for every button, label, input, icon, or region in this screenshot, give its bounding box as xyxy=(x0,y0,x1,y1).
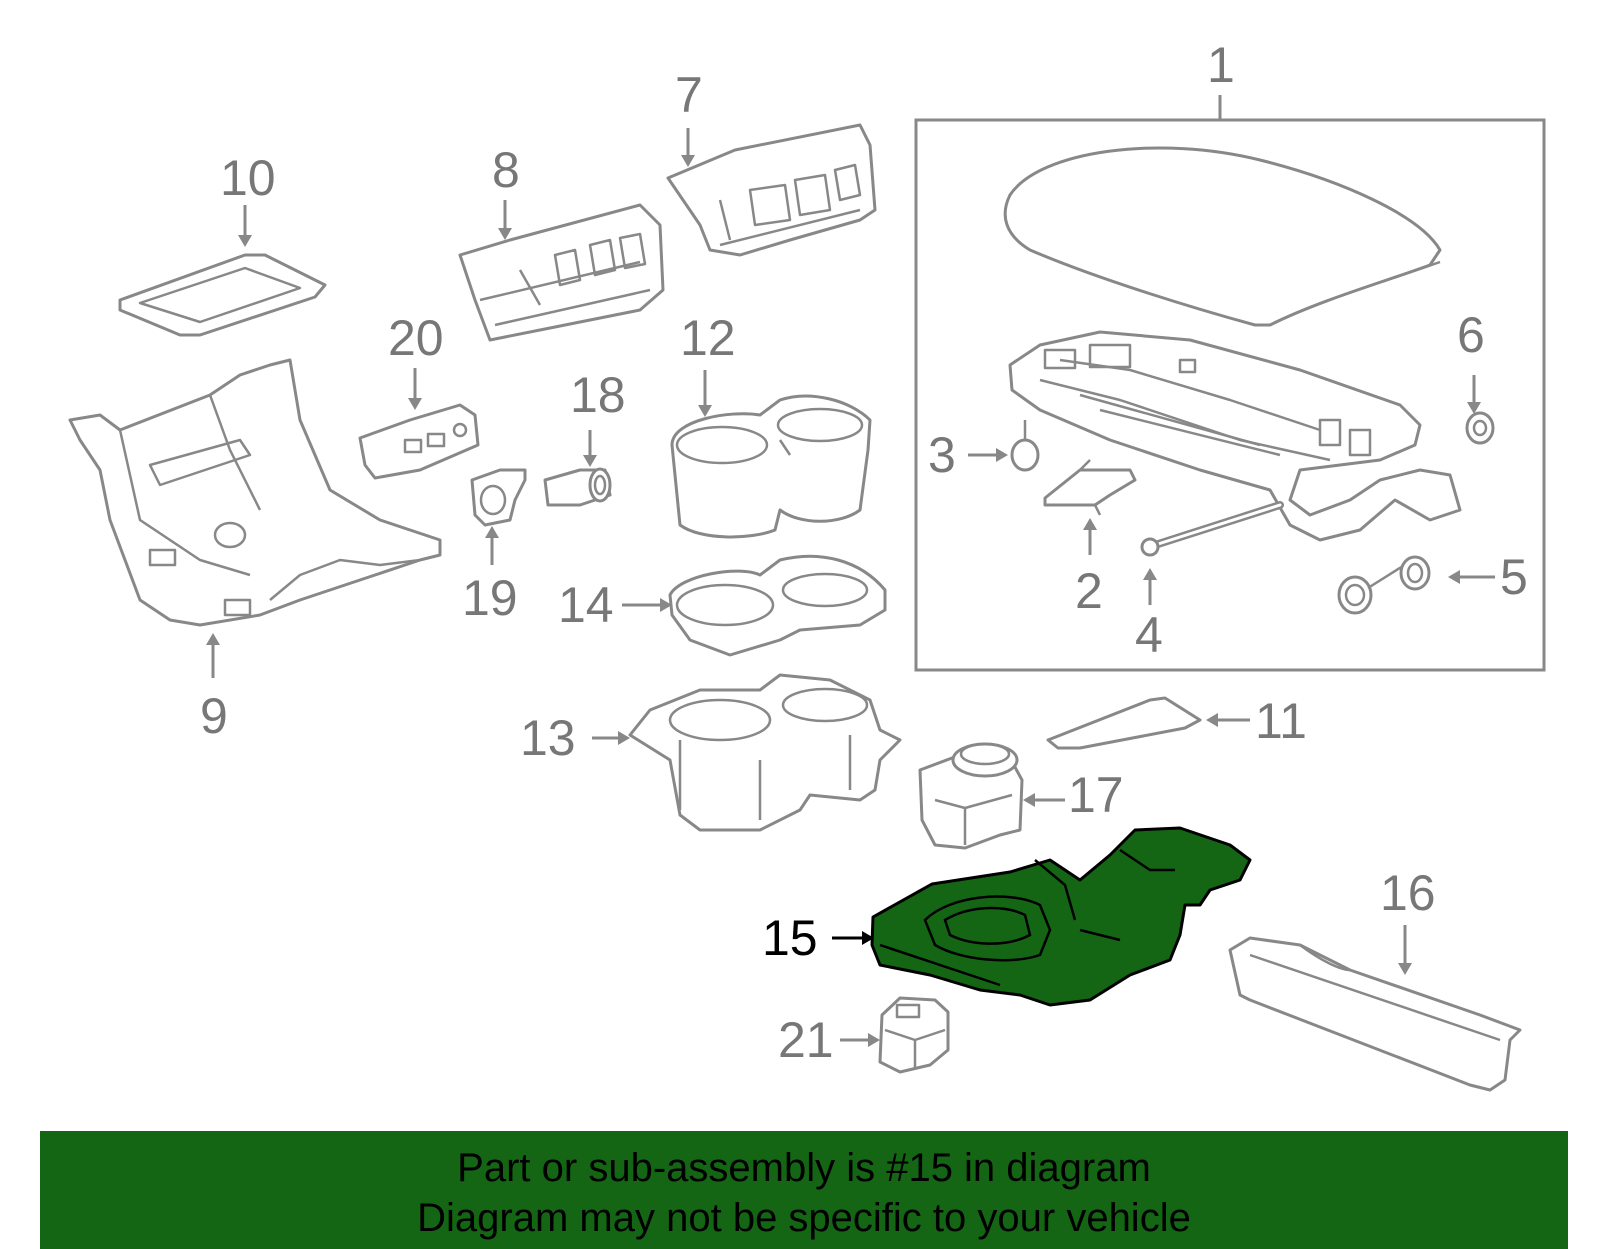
callout-8: 8 xyxy=(492,142,520,198)
callout-2: 2 xyxy=(1075,563,1103,619)
callout-1: 1 xyxy=(1207,37,1235,93)
info-banner: Part or sub-assembly is #15 in diagram D… xyxy=(40,1131,1568,1249)
part-4-pin[interactable] xyxy=(1140,501,1284,557)
callout-10: 10 xyxy=(220,150,276,206)
assembly-1-frame xyxy=(914,118,1546,672)
part-11-pad[interactable] xyxy=(1046,696,1202,750)
part-18-socket[interactable] xyxy=(543,467,612,507)
callout-20: 20 xyxy=(388,310,444,366)
part-7-trim-panel[interactable] xyxy=(666,123,877,257)
part-15-shifter-panel[interactable] xyxy=(870,826,1252,1007)
part-13-cup-holder-housing[interactable] xyxy=(628,673,902,832)
banner-line-1: Part or sub-assembly is #15 in diagram xyxy=(457,1146,1151,1190)
callout-14: 14 xyxy=(558,577,614,633)
part-2-bracket[interactable] xyxy=(1043,459,1137,516)
callout-15: 15 xyxy=(762,910,818,966)
parts-diagram: 1 2 3 4 5 6 7 8 9 10 11 12 13 14 15 16 1… xyxy=(68,37,1546,1092)
part-3-clip[interactable] xyxy=(1010,420,1040,472)
part-8-switch-assembly[interactable] xyxy=(458,203,665,342)
callout-9: 9 xyxy=(200,688,228,744)
callout-11: 11 xyxy=(1255,693,1307,749)
callout-4: 4 xyxy=(1135,607,1163,663)
part-9-console-body[interactable] xyxy=(68,358,442,627)
banner-line-2: Diagram may not be specific to your vehi… xyxy=(417,1196,1191,1240)
callout-21: 21 xyxy=(778,1012,834,1068)
armrest-base xyxy=(1008,330,1462,542)
callout-17: 17 xyxy=(1068,767,1124,823)
callout-5: 5 xyxy=(1500,549,1528,605)
callout-13: 13 xyxy=(520,710,576,766)
callout-16: 16 xyxy=(1380,865,1436,921)
part-6-clip[interactable] xyxy=(1465,411,1495,445)
part-5-spring[interactable] xyxy=(1337,555,1431,615)
part-17-selector[interactable] xyxy=(918,742,1024,850)
part-21-switch[interactable] xyxy=(878,996,950,1074)
callout-6: 6 xyxy=(1457,307,1485,363)
part-10-mat[interactable] xyxy=(118,253,327,337)
callout-12: 12 xyxy=(680,310,736,366)
part-20-usb-module[interactable] xyxy=(358,403,480,480)
part-14-cup-holder-bezel[interactable] xyxy=(668,554,887,657)
part-16-storage-tray[interactable] xyxy=(1228,936,1522,1092)
callout-18: 18 xyxy=(570,367,626,423)
part-12-cup-holder-insert[interactable] xyxy=(670,394,872,539)
callout-19: 19 xyxy=(462,570,518,626)
part-1-armrest-lid[interactable] xyxy=(1003,146,1442,327)
callout-3: 3 xyxy=(928,427,956,483)
callout-7: 7 xyxy=(675,67,703,123)
part-19-bezel-ring[interactable] xyxy=(470,468,527,527)
